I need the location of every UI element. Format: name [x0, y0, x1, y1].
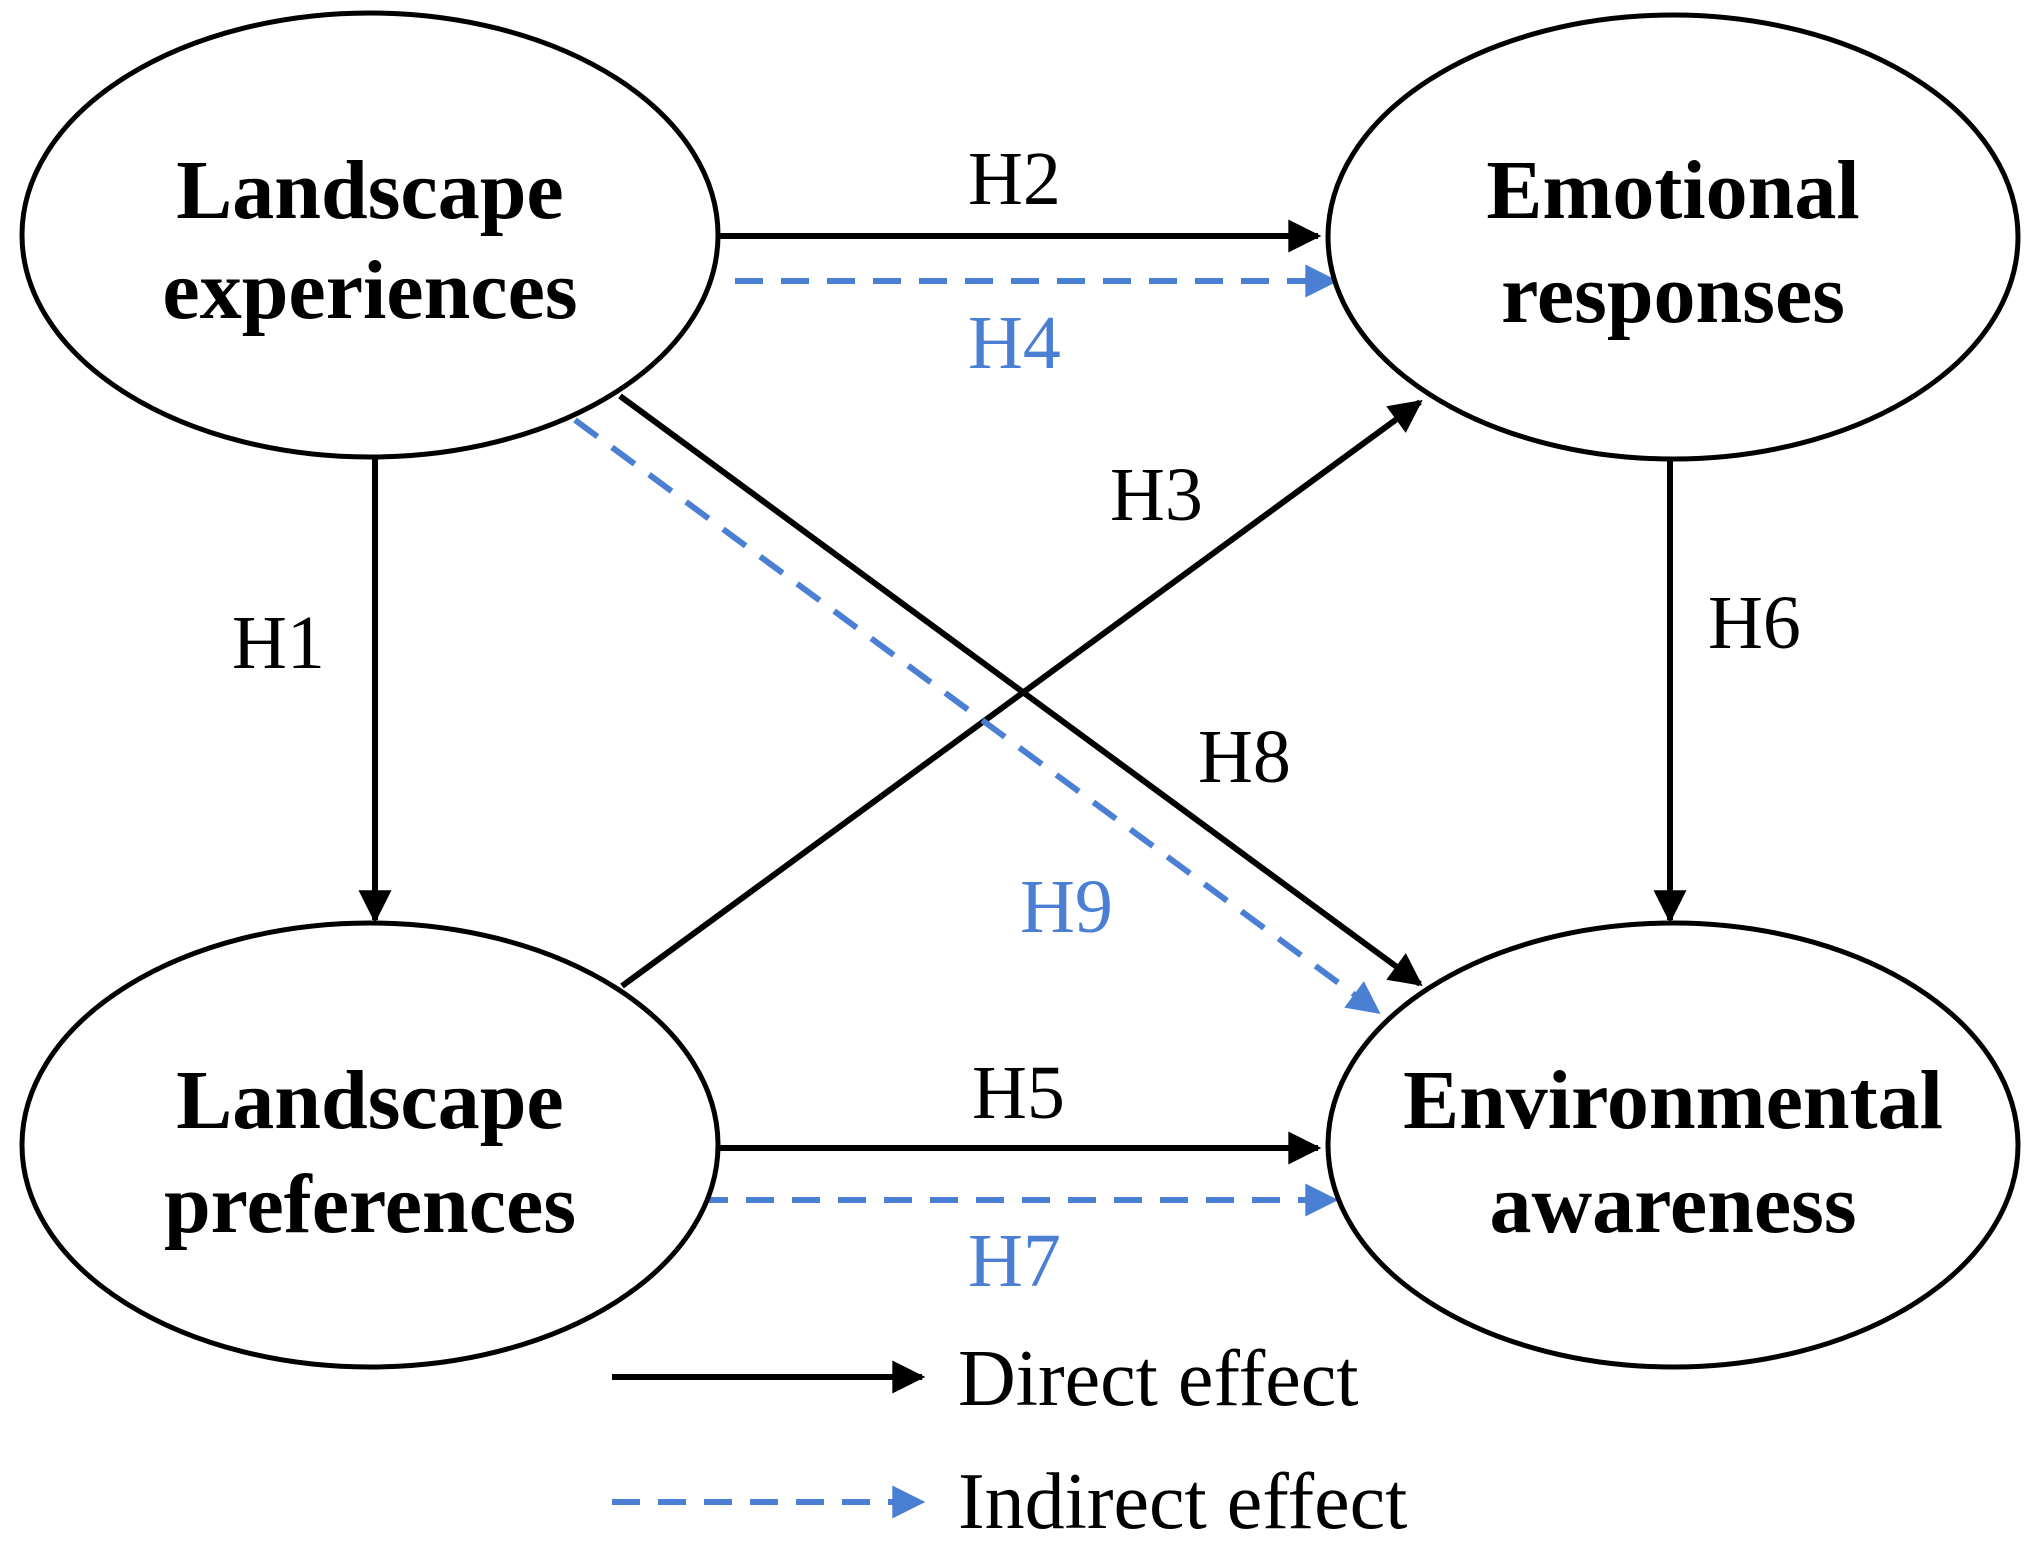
node-label-line2: awareness	[1489, 1158, 1856, 1251]
hyp-label-h7: H7	[968, 1219, 1061, 1303]
node-label-line1: Landscape	[176, 144, 563, 237]
legend-direct-label: Direct effect	[958, 1335, 1358, 1423]
node-label-line2: responses	[1501, 248, 1845, 341]
hyp-label-h3: H3	[1110, 453, 1203, 537]
legend: Direct effect Indirect effect	[612, 1335, 1407, 1546]
edge-h9	[573, 417, 1381, 1015]
hyp-label-h5: H5	[972, 1051, 1065, 1135]
node-environmental-awareness: Environmental awareness	[1325, 920, 2021, 1370]
hyp-label-h1: H1	[232, 601, 325, 685]
hyp-label-h8: H8	[1198, 715, 1291, 799]
hyp-label-h2: H2	[968, 137, 1061, 221]
node-label-line1: Emotional	[1486, 144, 1859, 237]
node-emotional-responses: Emotional responses	[1325, 12, 2021, 462]
hyp-label-h9: H9	[1020, 865, 1113, 949]
hyp-label-h6: H6	[1708, 581, 1801, 665]
node-landscape-preferences: Landscape preferences	[19, 920, 721, 1370]
edge-h8	[618, 393, 1423, 987]
legend-indirect-label: Indirect effect	[958, 1458, 1407, 1546]
node-label-line2: experiences	[162, 244, 577, 337]
node-landscape-experiences: Landscape experiences	[19, 10, 721, 460]
hyp-label-h4: H4	[968, 301, 1061, 385]
node-label-line2: preferences	[164, 1158, 576, 1251]
node-label-line1: Landscape	[176, 1054, 563, 1147]
node-label-line1: Environmental	[1403, 1054, 1943, 1147]
